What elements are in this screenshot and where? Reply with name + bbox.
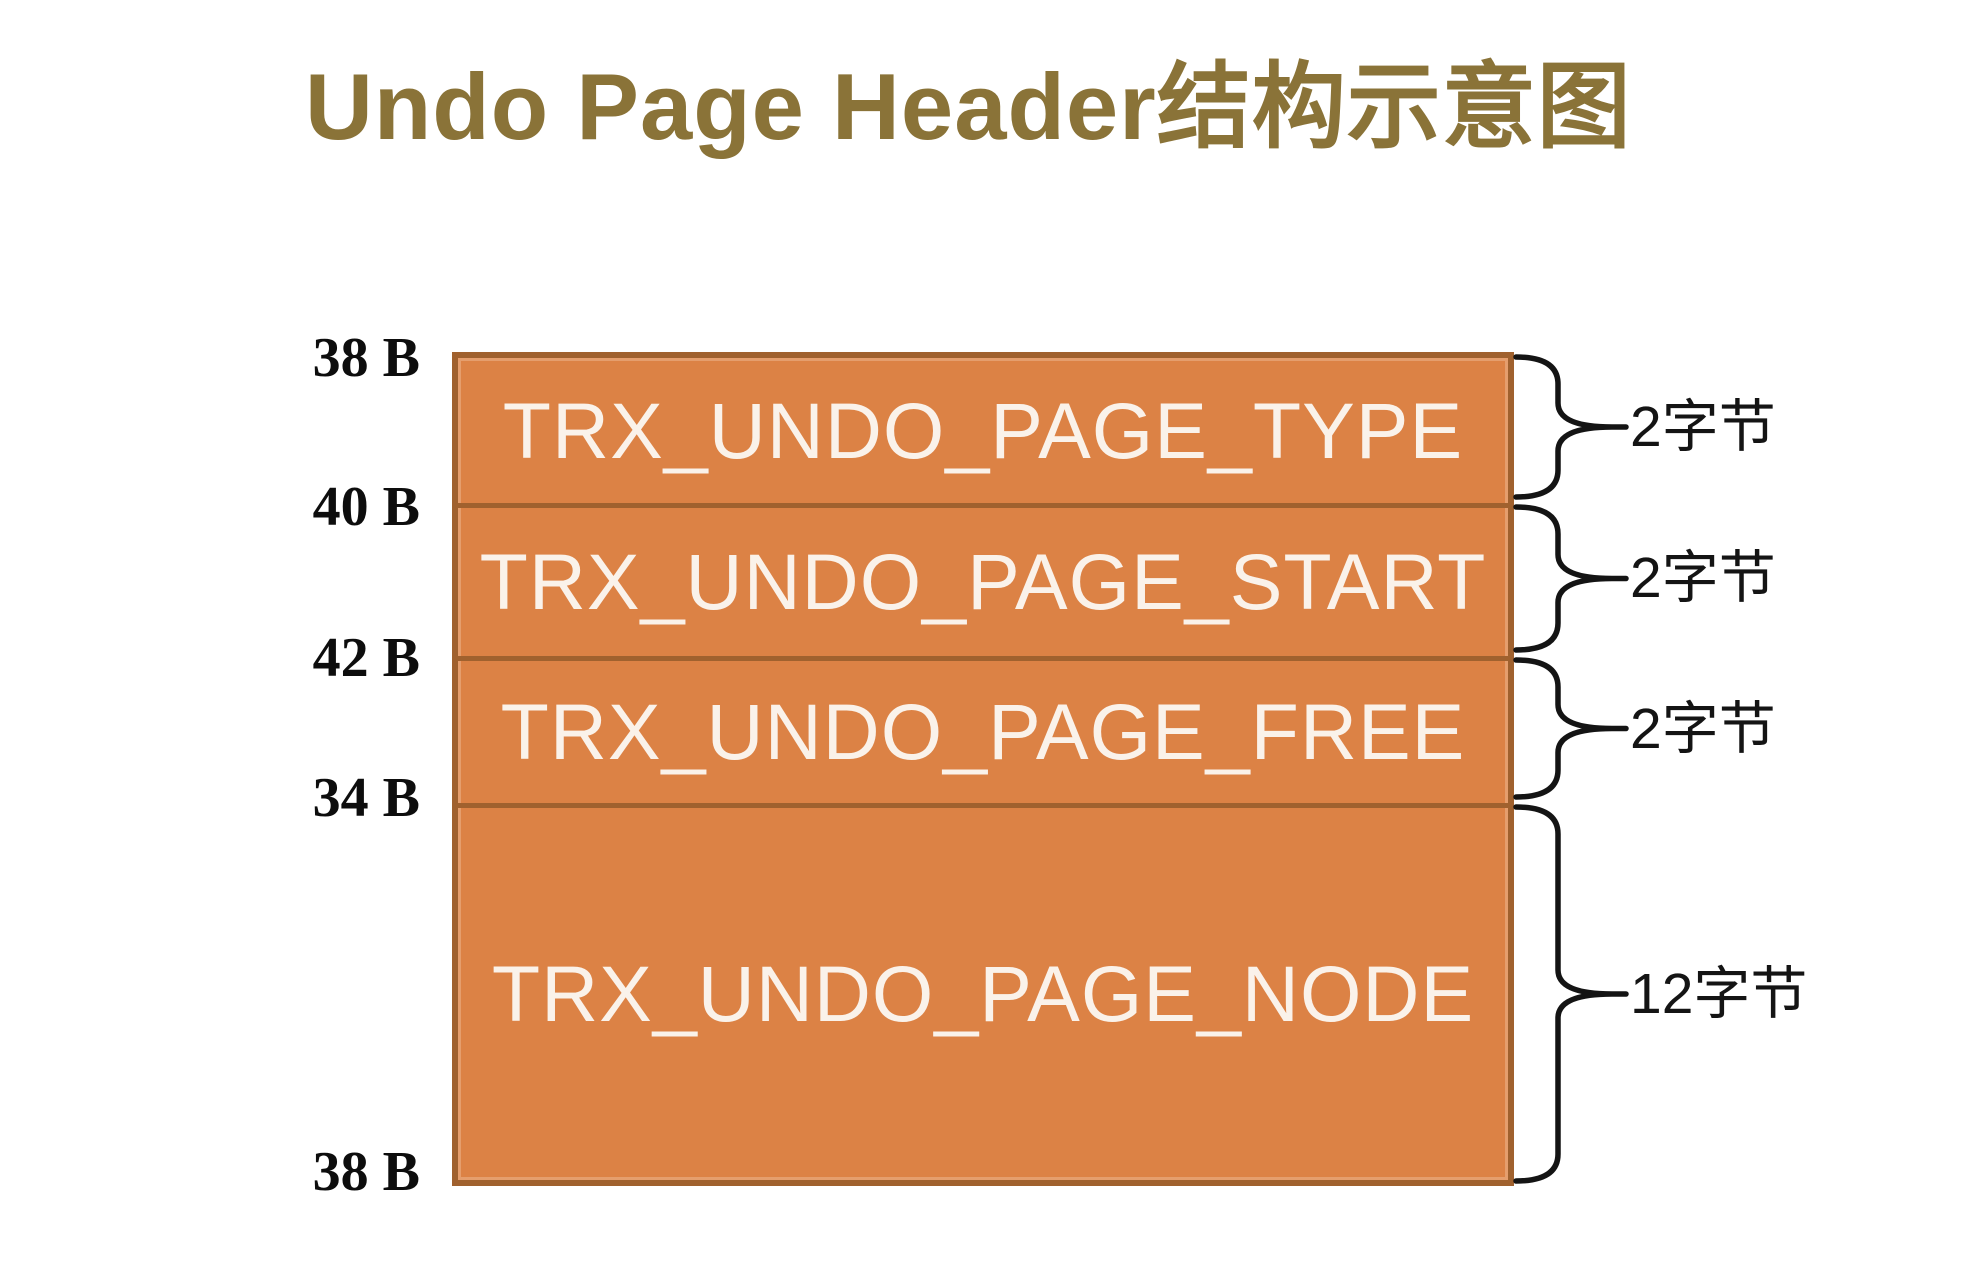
byte-offset-label: 34 B — [312, 767, 420, 829]
brace-icon — [1513, 504, 1629, 653]
byte-offset-label: 38 B — [312, 327, 420, 389]
undo-page-header-box: TRX_UNDO_PAGE_TYPE TRX_UNDO_PAGE_START T… — [452, 352, 1514, 1186]
field-row-free: TRX_UNDO_PAGE_FREE — [458, 661, 1508, 808]
brace-icon — [1513, 354, 1629, 500]
field-name-node: TRX_UNDO_PAGE_NODE — [491, 949, 1475, 1038]
byte-size-label: 2字节 — [1630, 395, 1776, 459]
byte-size-label: 2字节 — [1630, 697, 1776, 761]
byte-size-label: 2字节 — [1630, 546, 1776, 610]
field-name-start: TRX_UNDO_PAGE_START — [479, 537, 1487, 626]
byte-offset-label: 40 B — [312, 476, 420, 538]
byte-offset-label: 42 B — [312, 627, 420, 689]
byte-offset-label: 38 B — [312, 1141, 420, 1203]
brace-icon — [1513, 657, 1629, 800]
brace-icon — [1513, 804, 1629, 1184]
field-name-type: TRX_UNDO_PAGE_TYPE — [502, 385, 1464, 475]
field-row-node: TRX_UNDO_PAGE_NODE — [458, 808, 1508, 1180]
field-name-free: TRX_UNDO_PAGE_FREE — [500, 687, 1466, 776]
byte-size-label: 12字节 — [1630, 962, 1808, 1026]
field-row-type: TRX_UNDO_PAGE_TYPE — [458, 358, 1508, 508]
page-title: Undo Page Header结构示意图 — [305, 54, 1632, 159]
field-row-start: TRX_UNDO_PAGE_START — [458, 508, 1508, 661]
